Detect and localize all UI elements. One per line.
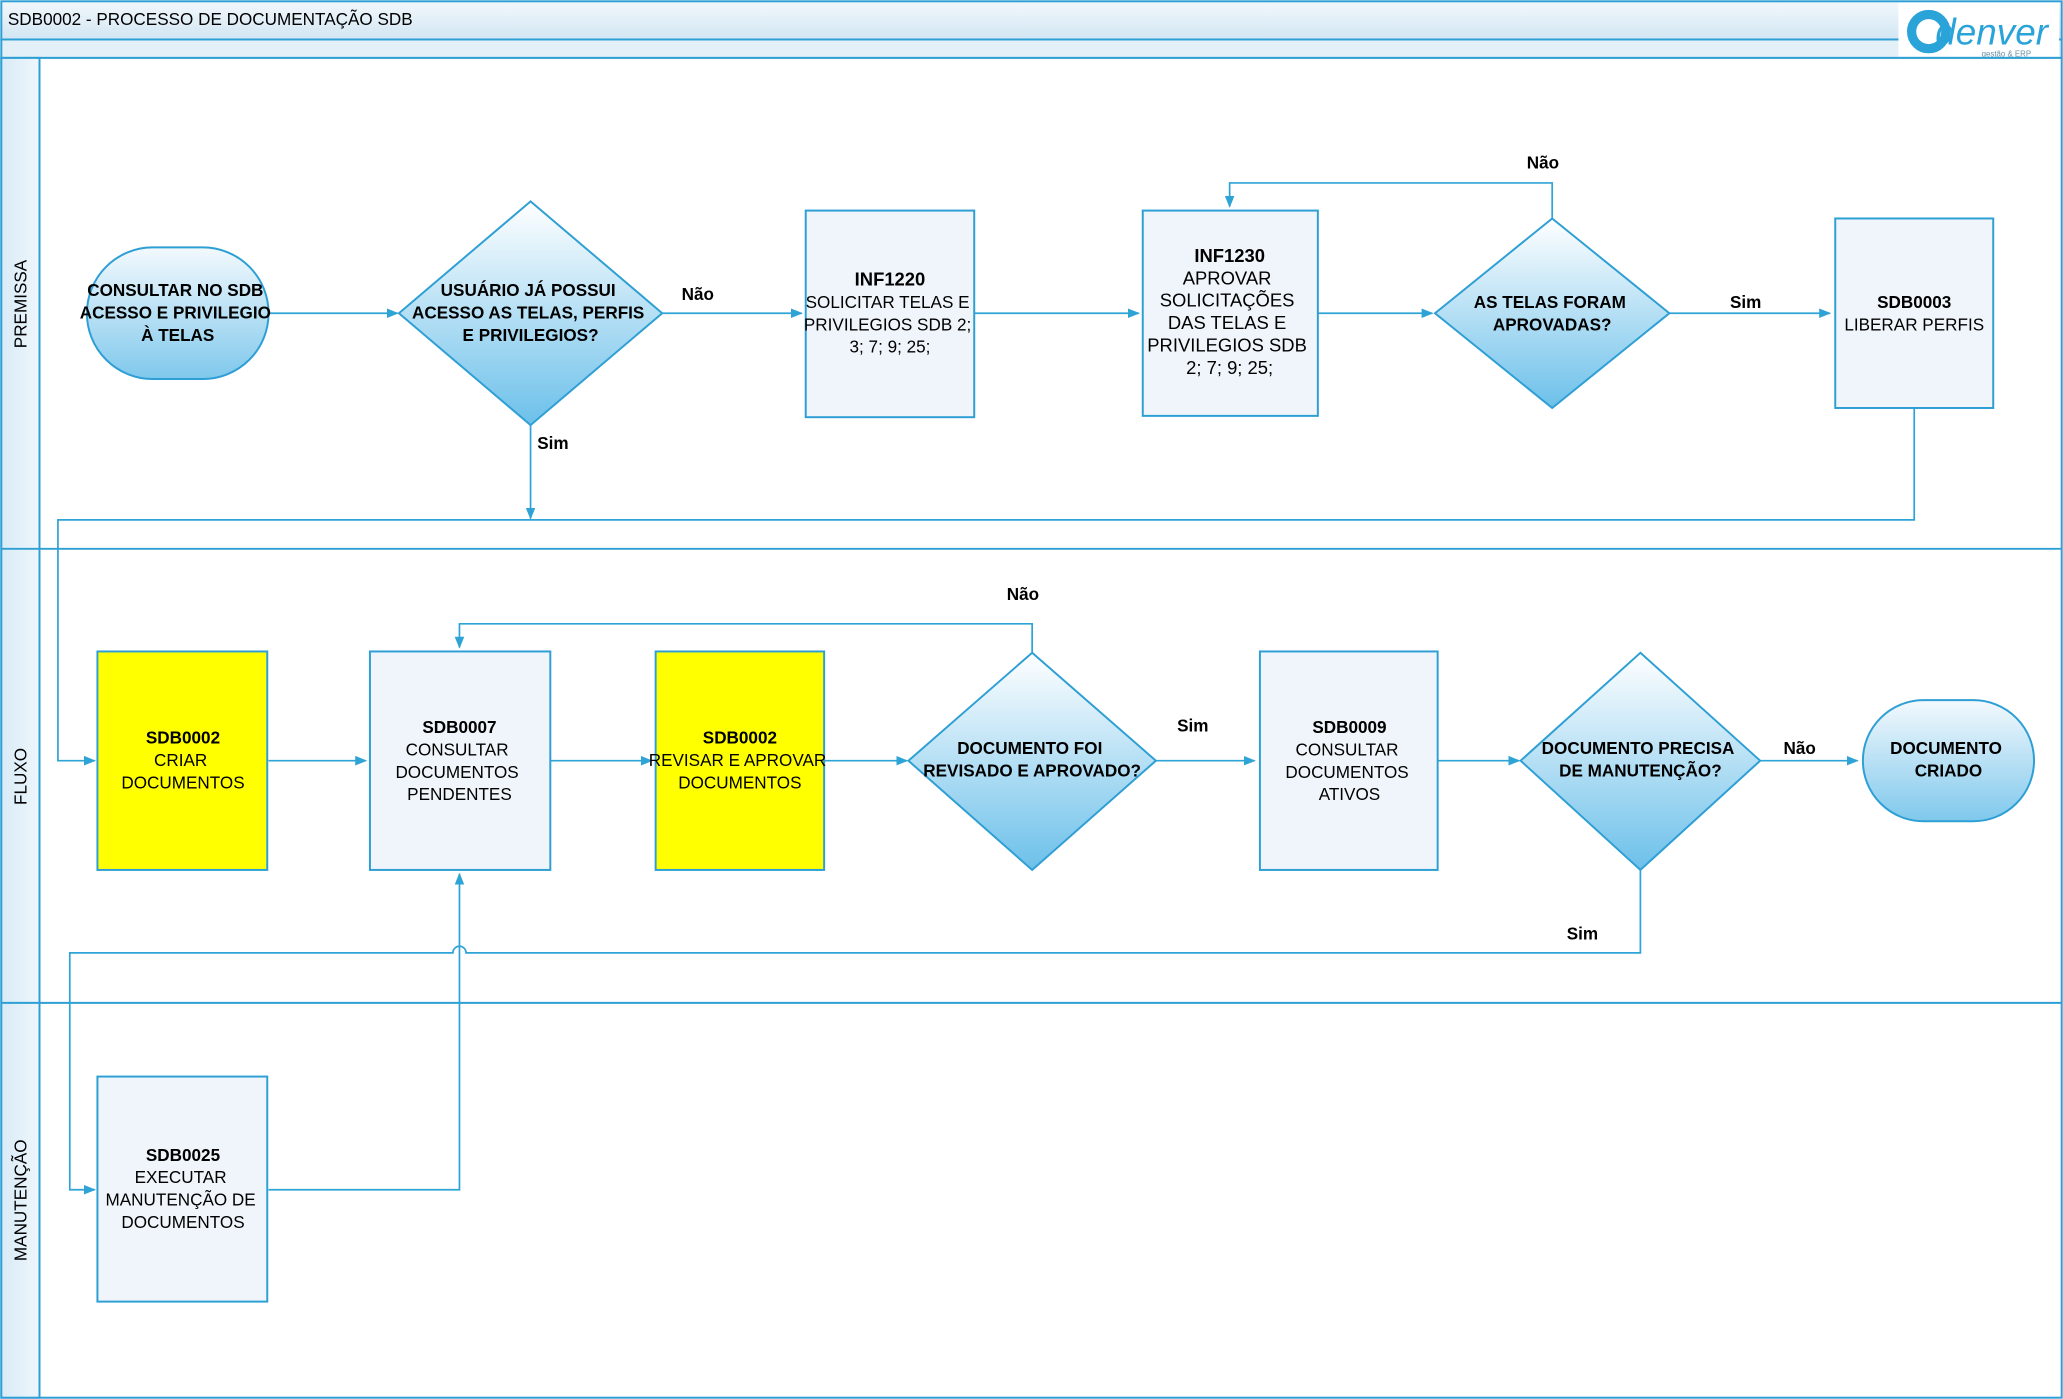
process-inf1230-text: APROVAR SOLICITAÇÕES DAS TELAS E PRIVILE… <box>1147 267 1312 377</box>
process-sdb0007-text: CONSULTAR DOCUMENTOS PENDENTES <box>395 740 523 804</box>
company-logo: denver gestão & ERP <box>1898 2 2060 59</box>
edge-label-approved-yes: Sim <box>1730 293 1761 312</box>
edge-label-approved-no: Não <box>1527 153 1559 172</box>
process-sdb0003-code: SDB0003 <box>1877 293 1951 312</box>
page-title: SDB0002 - PROCESSO DE DOCUMENTAÇÃO SDB <box>8 9 413 29</box>
lane-label-fluxo: FLUXO <box>11 748 30 805</box>
process-sdb0002-create: SDB0002 CRIAR DOCUMENTOS <box>96 650 269 871</box>
process-sdb0009-code: SDB0009 <box>1312 718 1386 737</box>
decision-document-approved: DOCUMENTO FOI REVISADO E APROVADO? <box>906 651 1158 872</box>
node-start: CONSULTAR NO SDB ACESSO E PRIVILEGIO À T… <box>80 246 276 381</box>
connector-doc-no <box>454 622 1034 653</box>
process-sdb0002-review: SDB0002 REVISAR E APROVAR DOCUMENTOS <box>649 650 831 871</box>
connector-maint-yes <box>68 869 1642 1195</box>
process-sdb0002-create-text: CRIAR DOCUMENTOS <box>121 751 244 792</box>
process-inf1220-code: INF1220 <box>855 269 926 290</box>
process-sdb0025: SDB0025 EXECUTAR MANUTENÇÃO DE DOCUMENTO… <box>96 1075 269 1303</box>
edge-label-maint-no: Não <box>1784 739 1816 758</box>
process-inf1230-code: INF1230 <box>1194 245 1265 266</box>
process-inf1220: INF1220 SOLICITAR TELAS E PRIVILEGIOS SD… <box>804 209 976 419</box>
edge-label-access-yes: Sim <box>537 434 568 453</box>
logo-mark-icon <box>1906 9 1951 54</box>
edge-label-doc-no: Não <box>1007 585 1039 604</box>
process-sdb0007-code: SDB0007 <box>422 718 496 737</box>
edge-labels: Não Sim Não Sim Não Sim Não Sim <box>537 153 1816 943</box>
decision-user-has-access: USUÁRIO JÁ POSSUI ACESSO AS TELAS, PERFI… <box>397 200 664 427</box>
process-sdb0002-create-code: SDB0002 <box>146 729 220 748</box>
connectors <box>57 182 1916 1195</box>
process-sdb0003-text: LIBERAR PERFIS <box>1844 315 1984 334</box>
decision-document-approved-text: DOCUMENTO FOI REVISADO E APROVADO? <box>923 739 1141 780</box>
connector-approved-no <box>1224 182 1554 219</box>
process-sdb0002-review-code: SDB0002 <box>703 729 777 748</box>
decision-needs-maintenance-text: DOCUMENTO PRECISA DE MANUTENÇÃO? <box>1542 739 1739 780</box>
node-end: DOCUMENTO CRIADO <box>1861 699 2036 823</box>
decision-screens-approved-text: AS TELAS FORAM APROVADAS? <box>1474 293 1631 334</box>
process-inf1230: INF1230 APROVAR SOLICITAÇÕES DAS TELAS E… <box>1141 209 1319 417</box>
logo-subtext: gestão & ERP <box>1982 50 2031 59</box>
process-sdb0002-review-text: REVISAR E APROVAR DOCUMENTOS <box>649 751 831 792</box>
connector-to-create-documents <box>57 407 1916 766</box>
process-sdb0009-text: CONSULTAR DOCUMENTOS ATIVOS <box>1285 740 1413 804</box>
decision-user-has-access-text: USUÁRIO JÁ POSSUI ACESSO AS TELAS, PERFI… <box>412 281 649 345</box>
process-inf1220-text: SOLICITAR TELAS E PRIVILEGIOS SDB 2; 3; … <box>804 293 976 357</box>
edge-label-access-no: Não <box>682 285 714 304</box>
process-sdb0025-code: SDB0025 <box>146 1146 221 1165</box>
decision-screens-approved: AS TELAS FORAM APROVADAS? <box>1433 217 1671 410</box>
process-sdb0025-text: EXECUTAR MANUTENÇÃO DE DOCUMENTOS <box>106 1168 261 1232</box>
edge-label-maint-yes: Sim <box>1567 925 1598 944</box>
logo-text: denver <box>1935 12 2049 53</box>
header: SDB0002 - PROCESSO DE DOCUMENTAÇÃO SDB d… <box>0 0 2063 59</box>
edge-label-doc-yes: Sim <box>1177 717 1208 736</box>
node-start-text: CONSULTAR NO SDB ACESSO E PRIVILEGIO À T… <box>80 281 276 345</box>
process-sdb0003: SDB0003 LIBERAR PERFIS <box>1834 217 1995 409</box>
node-end-text: DOCUMENTO CRIADO <box>1890 739 2007 780</box>
process-sdb0007: SDB0007 CONSULTAR DOCUMENTOS PENDENTES <box>368 650 552 871</box>
decision-needs-maintenance: DOCUMENTO PRECISA DE MANUTENÇÃO? <box>1519 651 1762 872</box>
process-sdb0009: SDB0009 CONSULTAR DOCUMENTOS ATIVOS <box>1258 650 1439 871</box>
lane-label-manutencao: MANUTENÇÃO <box>10 1139 30 1261</box>
connector-maintenance-to-pending <box>268 872 465 1191</box>
lane-label-premissa: PREMISSA <box>11 259 30 348</box>
